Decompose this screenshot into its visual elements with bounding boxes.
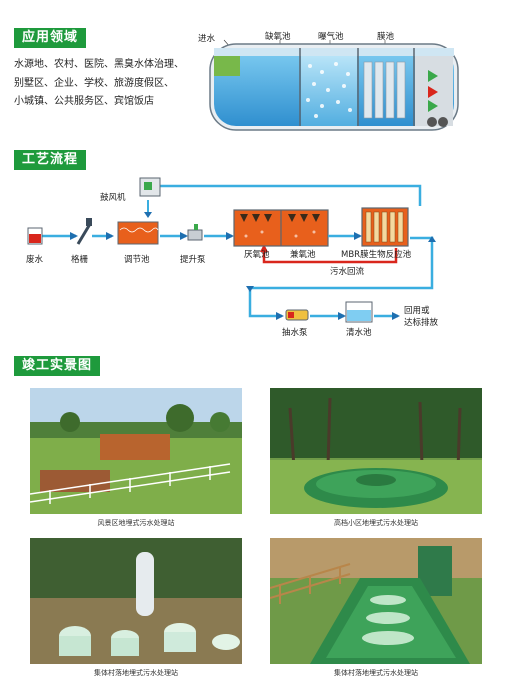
label-pump: 抽水泵 [282, 328, 308, 338]
label-membrane-tank: 膜池 [377, 32, 395, 42]
label-aeration-tank: 曝气池 [318, 32, 344, 42]
application-line: 小城镇、公共服务区、宾馆饭店 [14, 96, 154, 107]
label-grille: 格栅 [71, 255, 89, 265]
label-blower: 鼓风机 [100, 193, 126, 203]
photo-residential-area [270, 388, 482, 514]
label-regulating-tank: 调节池 [124, 255, 150, 265]
label-clear-water-tank: 清水池 [346, 328, 372, 338]
caption-photo-4: 集体村落地埋式污水处理站 [334, 669, 418, 677]
caption-photo-1: 风景区地埋式污水处理站 [97, 519, 175, 527]
photo-village-1 [30, 538, 242, 664]
label-mbr-tank: MBR膜生物反应池 [341, 250, 412, 260]
label-reuse-line-2: 达标排放 [404, 318, 439, 328]
label-reuse-line-1: 回用或 [404, 306, 430, 316]
label-anaerobic-tank: 厌氧池 [244, 250, 270, 260]
label-wastewater: 废水 [26, 255, 44, 265]
tank-illustration [209, 39, 459, 131]
label-anoxic-tank: 缺氧池 [265, 32, 291, 42]
section-title-process: 工艺流程 [14, 150, 87, 170]
photo-village-2 [270, 538, 482, 664]
application-line: 别墅区、企业、学校、旅游度假区、 [14, 77, 174, 89]
section-title-completed: 竣工实景图 [14, 356, 101, 376]
application-line: 水源地、农村、医院、黑臭水体治理、 [14, 59, 184, 70]
label-lift-pump: 提升泵 [180, 255, 206, 265]
caption-photo-3: 集体村落地埋式污水处理站 [94, 669, 178, 677]
label-inlet: 进水 [198, 34, 216, 44]
photo-scenic-area [30, 388, 242, 514]
section-title-application: 应用领域 [14, 28, 87, 48]
caption-photo-2: 高档小区地埋式污水处理站 [334, 519, 418, 527]
label-anoxic-tank-process: 兼氧池 [290, 250, 316, 260]
label-sludge-return: 污水回流 [330, 267, 365, 277]
application-list: 水源地、农村、医院、黑臭水体治理、 别墅区、企业、学校、旅游度假区、 小城镇、公… [14, 56, 204, 112]
